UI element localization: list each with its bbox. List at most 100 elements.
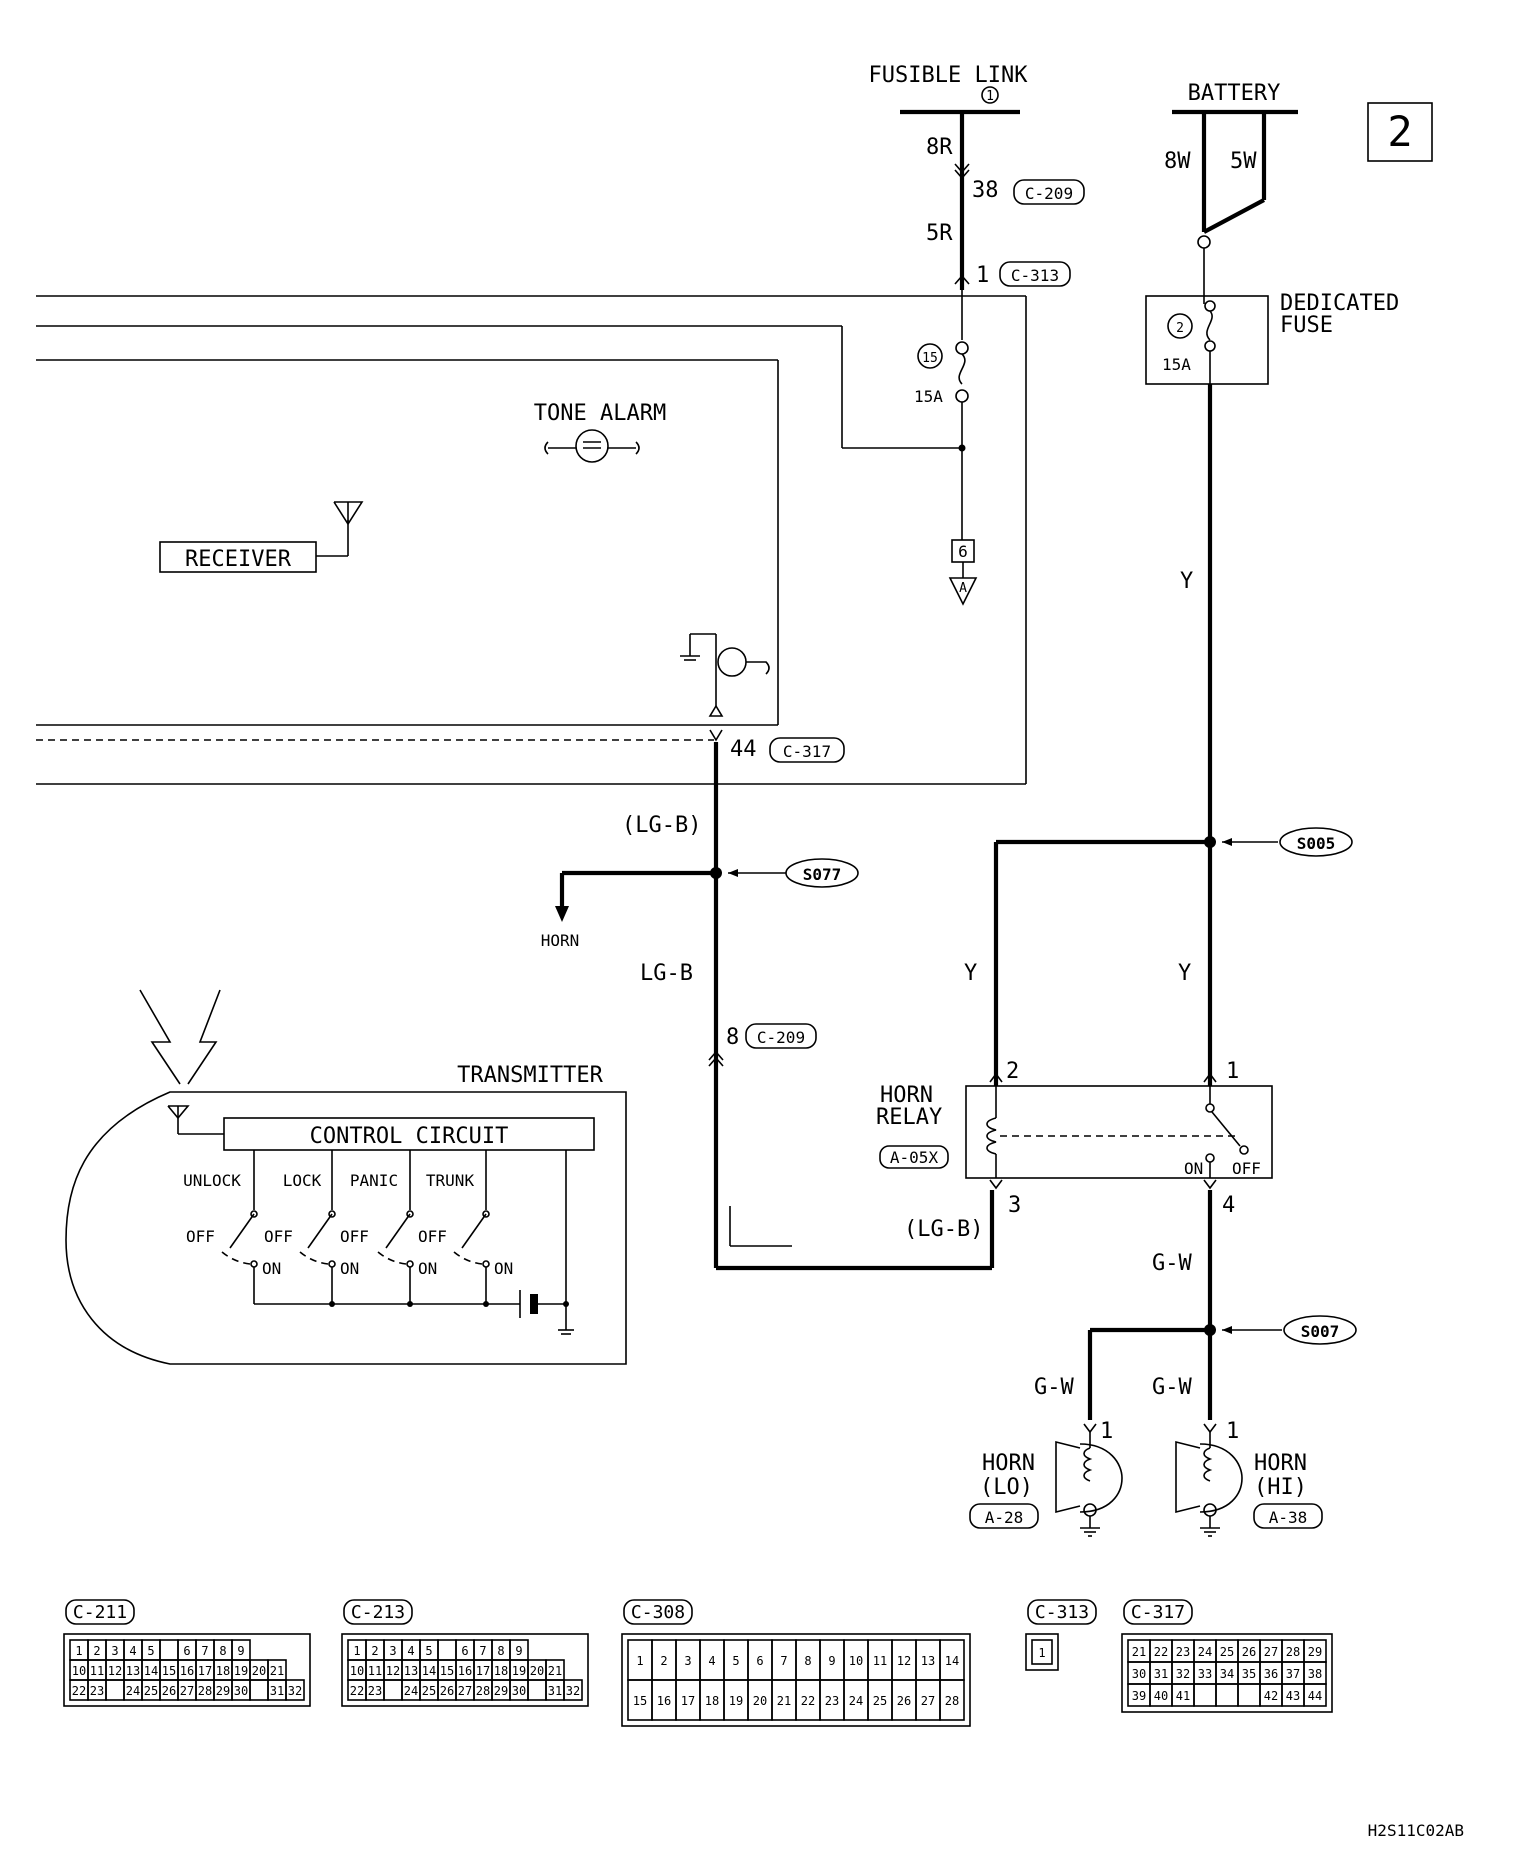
horn-relay-pin-2: 2 bbox=[1006, 1059, 1019, 1084]
connector-pin-number: 10 bbox=[72, 1664, 86, 1678]
connector-cavity bbox=[249, 1679, 269, 1701]
connector-view-title: C-317 bbox=[1131, 1602, 1185, 1623]
connector-view-title: C-313 bbox=[1035, 1602, 1089, 1623]
connector-pin-number: 1 bbox=[1038, 1646, 1045, 1660]
horn-relay-label-1: HORN bbox=[880, 1083, 933, 1108]
horn-relay-off: OFF bbox=[1232, 1159, 1261, 1178]
connector-view-frame bbox=[1025, 1633, 1059, 1671]
horn-arrow-label: HORN bbox=[541, 931, 580, 950]
receiver-box bbox=[159, 541, 317, 573]
connector-pin-number: 32 bbox=[288, 1684, 302, 1698]
connector-pin-number: 18 bbox=[705, 1694, 719, 1708]
connector-c209-top: C-209 bbox=[1025, 184, 1073, 203]
pin-38: 38 bbox=[972, 178, 999, 203]
transmitter-label: TRANSMITTER bbox=[457, 1063, 603, 1088]
connector-pin-number: 22 bbox=[72, 1684, 86, 1698]
horn-lo-icon bbox=[1079, 1443, 1123, 1513]
splice-s077-badge bbox=[785, 858, 859, 888]
connector-pin-number: 26 bbox=[1242, 1645, 1256, 1659]
connector-pin-number: 35 bbox=[1242, 1667, 1256, 1681]
connector-pin-number: 25 bbox=[1220, 1645, 1234, 1659]
connector-cavity bbox=[383, 1679, 403, 1701]
connector-pin-number: 41 bbox=[1176, 1689, 1190, 1703]
connector-view-frame bbox=[1121, 1633, 1333, 1713]
tone-alarm-icon bbox=[575, 429, 609, 463]
connector-pin-number: 21 bbox=[270, 1664, 284, 1678]
connector-pin-number: 4 bbox=[708, 1654, 715, 1668]
switch-panic-on: ON bbox=[418, 1259, 437, 1278]
connector-cavity bbox=[939, 1679, 965, 1721]
connector-pin-number: 22 bbox=[801, 1694, 815, 1708]
connector-c209-top-box bbox=[1013, 179, 1085, 205]
connector-cavity bbox=[563, 1679, 583, 1701]
connector-pin-number: 27 bbox=[180, 1684, 194, 1698]
connector-pin-number: 28 bbox=[1286, 1645, 1300, 1659]
connector-pin-number: 24 bbox=[849, 1694, 863, 1708]
wire-color-5r: 5R bbox=[926, 221, 953, 246]
connector-pin-number: 30 bbox=[512, 1684, 526, 1698]
connector-pin-number: 10 bbox=[849, 1654, 863, 1668]
switch-unlock-icon bbox=[229, 1213, 255, 1249]
connector-pin-number: 28 bbox=[198, 1684, 212, 1698]
connector-view-title: C-213 bbox=[351, 1602, 405, 1623]
connector-pin-number: 8 bbox=[219, 1644, 226, 1658]
connector-pin-number: 18 bbox=[494, 1664, 508, 1678]
horn-hi-connector: A-38 bbox=[1269, 1508, 1308, 1527]
connector-pin-number: 19 bbox=[234, 1664, 248, 1678]
dedicated-fuse-rating: 15A bbox=[1162, 355, 1191, 374]
dedicated-fuse-number: 2 bbox=[1176, 321, 1184, 336]
connector-pin-number: 24 bbox=[1198, 1645, 1212, 1659]
dedicated-fuse-title-2: FUSE bbox=[1280, 313, 1333, 338]
connector-pin-number: 3 bbox=[684, 1654, 691, 1668]
connector-pin-number: 13 bbox=[404, 1664, 418, 1678]
connector-pin-number: 27 bbox=[458, 1684, 472, 1698]
horn-relay-box bbox=[965, 1085, 1273, 1179]
switch-trunk-icon bbox=[461, 1213, 487, 1249]
wire-color-5w: 5W bbox=[1230, 149, 1257, 174]
connector-arrow-8 bbox=[708, 1050, 724, 1061]
horn-hi-label-1: HORN bbox=[1254, 1451, 1307, 1476]
connector-pin-number: 29 bbox=[216, 1684, 230, 1698]
connector-pin-number: 11 bbox=[90, 1664, 104, 1678]
splice-s007-badge bbox=[1283, 1315, 1357, 1345]
off-page-connector-a bbox=[948, 577, 978, 606]
connector-c317: C-317 bbox=[783, 742, 831, 761]
connector-pin-number: 31 bbox=[548, 1684, 562, 1698]
connector-pin-number: 13 bbox=[921, 1654, 935, 1668]
horn-lo-label-2: (LO) bbox=[980, 1475, 1033, 1500]
wire-color-lgb-paren-bottom: (LG-B) bbox=[904, 1217, 983, 1242]
battery-label: BATTERY bbox=[1188, 81, 1281, 106]
page-number: 2 bbox=[1387, 107, 1412, 156]
tone-alarm-label: TONE ALARM bbox=[534, 401, 666, 426]
connector-pin-number: 29 bbox=[1308, 1645, 1322, 1659]
off-page-connector-a-label: A bbox=[959, 581, 967, 596]
connector-pin-number: 3 bbox=[389, 1644, 396, 1658]
switch-unlock-label: UNLOCK bbox=[183, 1171, 241, 1190]
connector-view-frame bbox=[63, 1633, 311, 1707]
horn-hi-icon bbox=[1199, 1443, 1243, 1513]
connector-pin-number: 19 bbox=[512, 1664, 526, 1678]
switch-unlock-off: OFF bbox=[186, 1227, 215, 1246]
splice-s005: S005 bbox=[1297, 834, 1336, 853]
connector-pin-number: 12 bbox=[386, 1664, 400, 1678]
connector-pin-number: 12 bbox=[108, 1664, 122, 1678]
dedicated-fuse-number-circle bbox=[1167, 313, 1193, 339]
switch-lock-off: OFF bbox=[264, 1227, 293, 1246]
connector-pin-number: 22 bbox=[1154, 1645, 1168, 1659]
connector-pin-number: 33 bbox=[1198, 1667, 1212, 1681]
connector-view-title-box bbox=[1123, 1599, 1193, 1625]
connector-pin-number: 34 bbox=[1220, 1667, 1234, 1681]
connector-pin-number: 14 bbox=[144, 1664, 158, 1678]
switch-trunk-on: ON bbox=[494, 1259, 513, 1278]
connector-pin-number: 6 bbox=[461, 1644, 468, 1658]
connector-pin-number: 26 bbox=[440, 1684, 454, 1698]
connector-pin-number: 30 bbox=[234, 1684, 248, 1698]
connector-pin-number: 37 bbox=[1286, 1667, 1300, 1681]
fuse-15-terminal-bottom bbox=[955, 389, 969, 403]
connector-pin-number: 31 bbox=[1154, 1667, 1168, 1681]
connector-c317-box bbox=[769, 737, 845, 763]
connector-c313-box bbox=[999, 261, 1071, 287]
horn-relay-coil-icon bbox=[986, 1117, 997, 1155]
connector-pin-number: 15 bbox=[440, 1664, 454, 1678]
connector-view-title-box bbox=[65, 1599, 135, 1625]
